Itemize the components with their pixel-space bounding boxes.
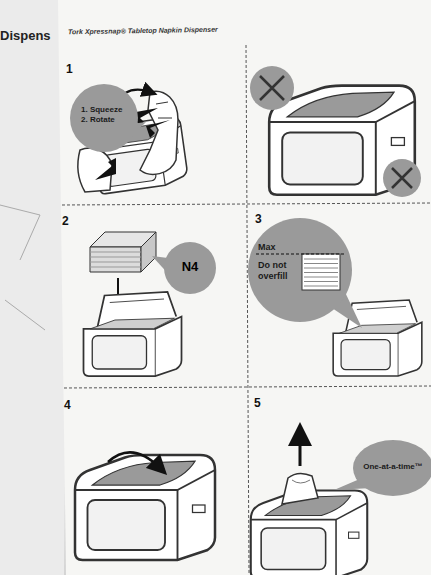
callout-text: 1. Squeeze 2. Rotate	[81, 105, 127, 125]
max-fill-line	[256, 253, 344, 254]
callout-circle: Max Do not overfill	[248, 218, 352, 322]
napkin-line	[304, 263, 338, 264]
callout-text: Max	[258, 242, 298, 253]
node-shape	[164, 242, 216, 294]
step-number: 4	[64, 398, 71, 412]
callout-text: Do not overfill	[258, 260, 300, 283]
speech-bubble: One-at-a-time™	[353, 440, 431, 496]
node-shape	[353, 440, 431, 496]
napkin-line	[304, 268, 338, 269]
step-number: 2	[62, 214, 69, 228]
node-shape	[248, 218, 352, 322]
callout-circle: N4	[164, 242, 216, 294]
node-shape	[70, 84, 138, 152]
page-fragment-text: Dispens	[0, 28, 51, 43]
step-number: 5	[254, 396, 261, 410]
callout-circle: 1. Squeeze 2. Rotate	[70, 84, 138, 152]
napkin-fill-window	[302, 254, 340, 290]
napkin-line	[304, 281, 338, 282]
napkin-line	[304, 259, 338, 260]
step-number: 3	[255, 212, 262, 226]
napkin-line	[304, 286, 338, 287]
napkin-line	[304, 272, 338, 273]
step-number: 1	[66, 62, 73, 76]
callout-text: One-at-a-time™	[353, 462, 431, 472]
napkin-line	[304, 277, 338, 278]
callout-text: N4	[164, 259, 216, 275]
